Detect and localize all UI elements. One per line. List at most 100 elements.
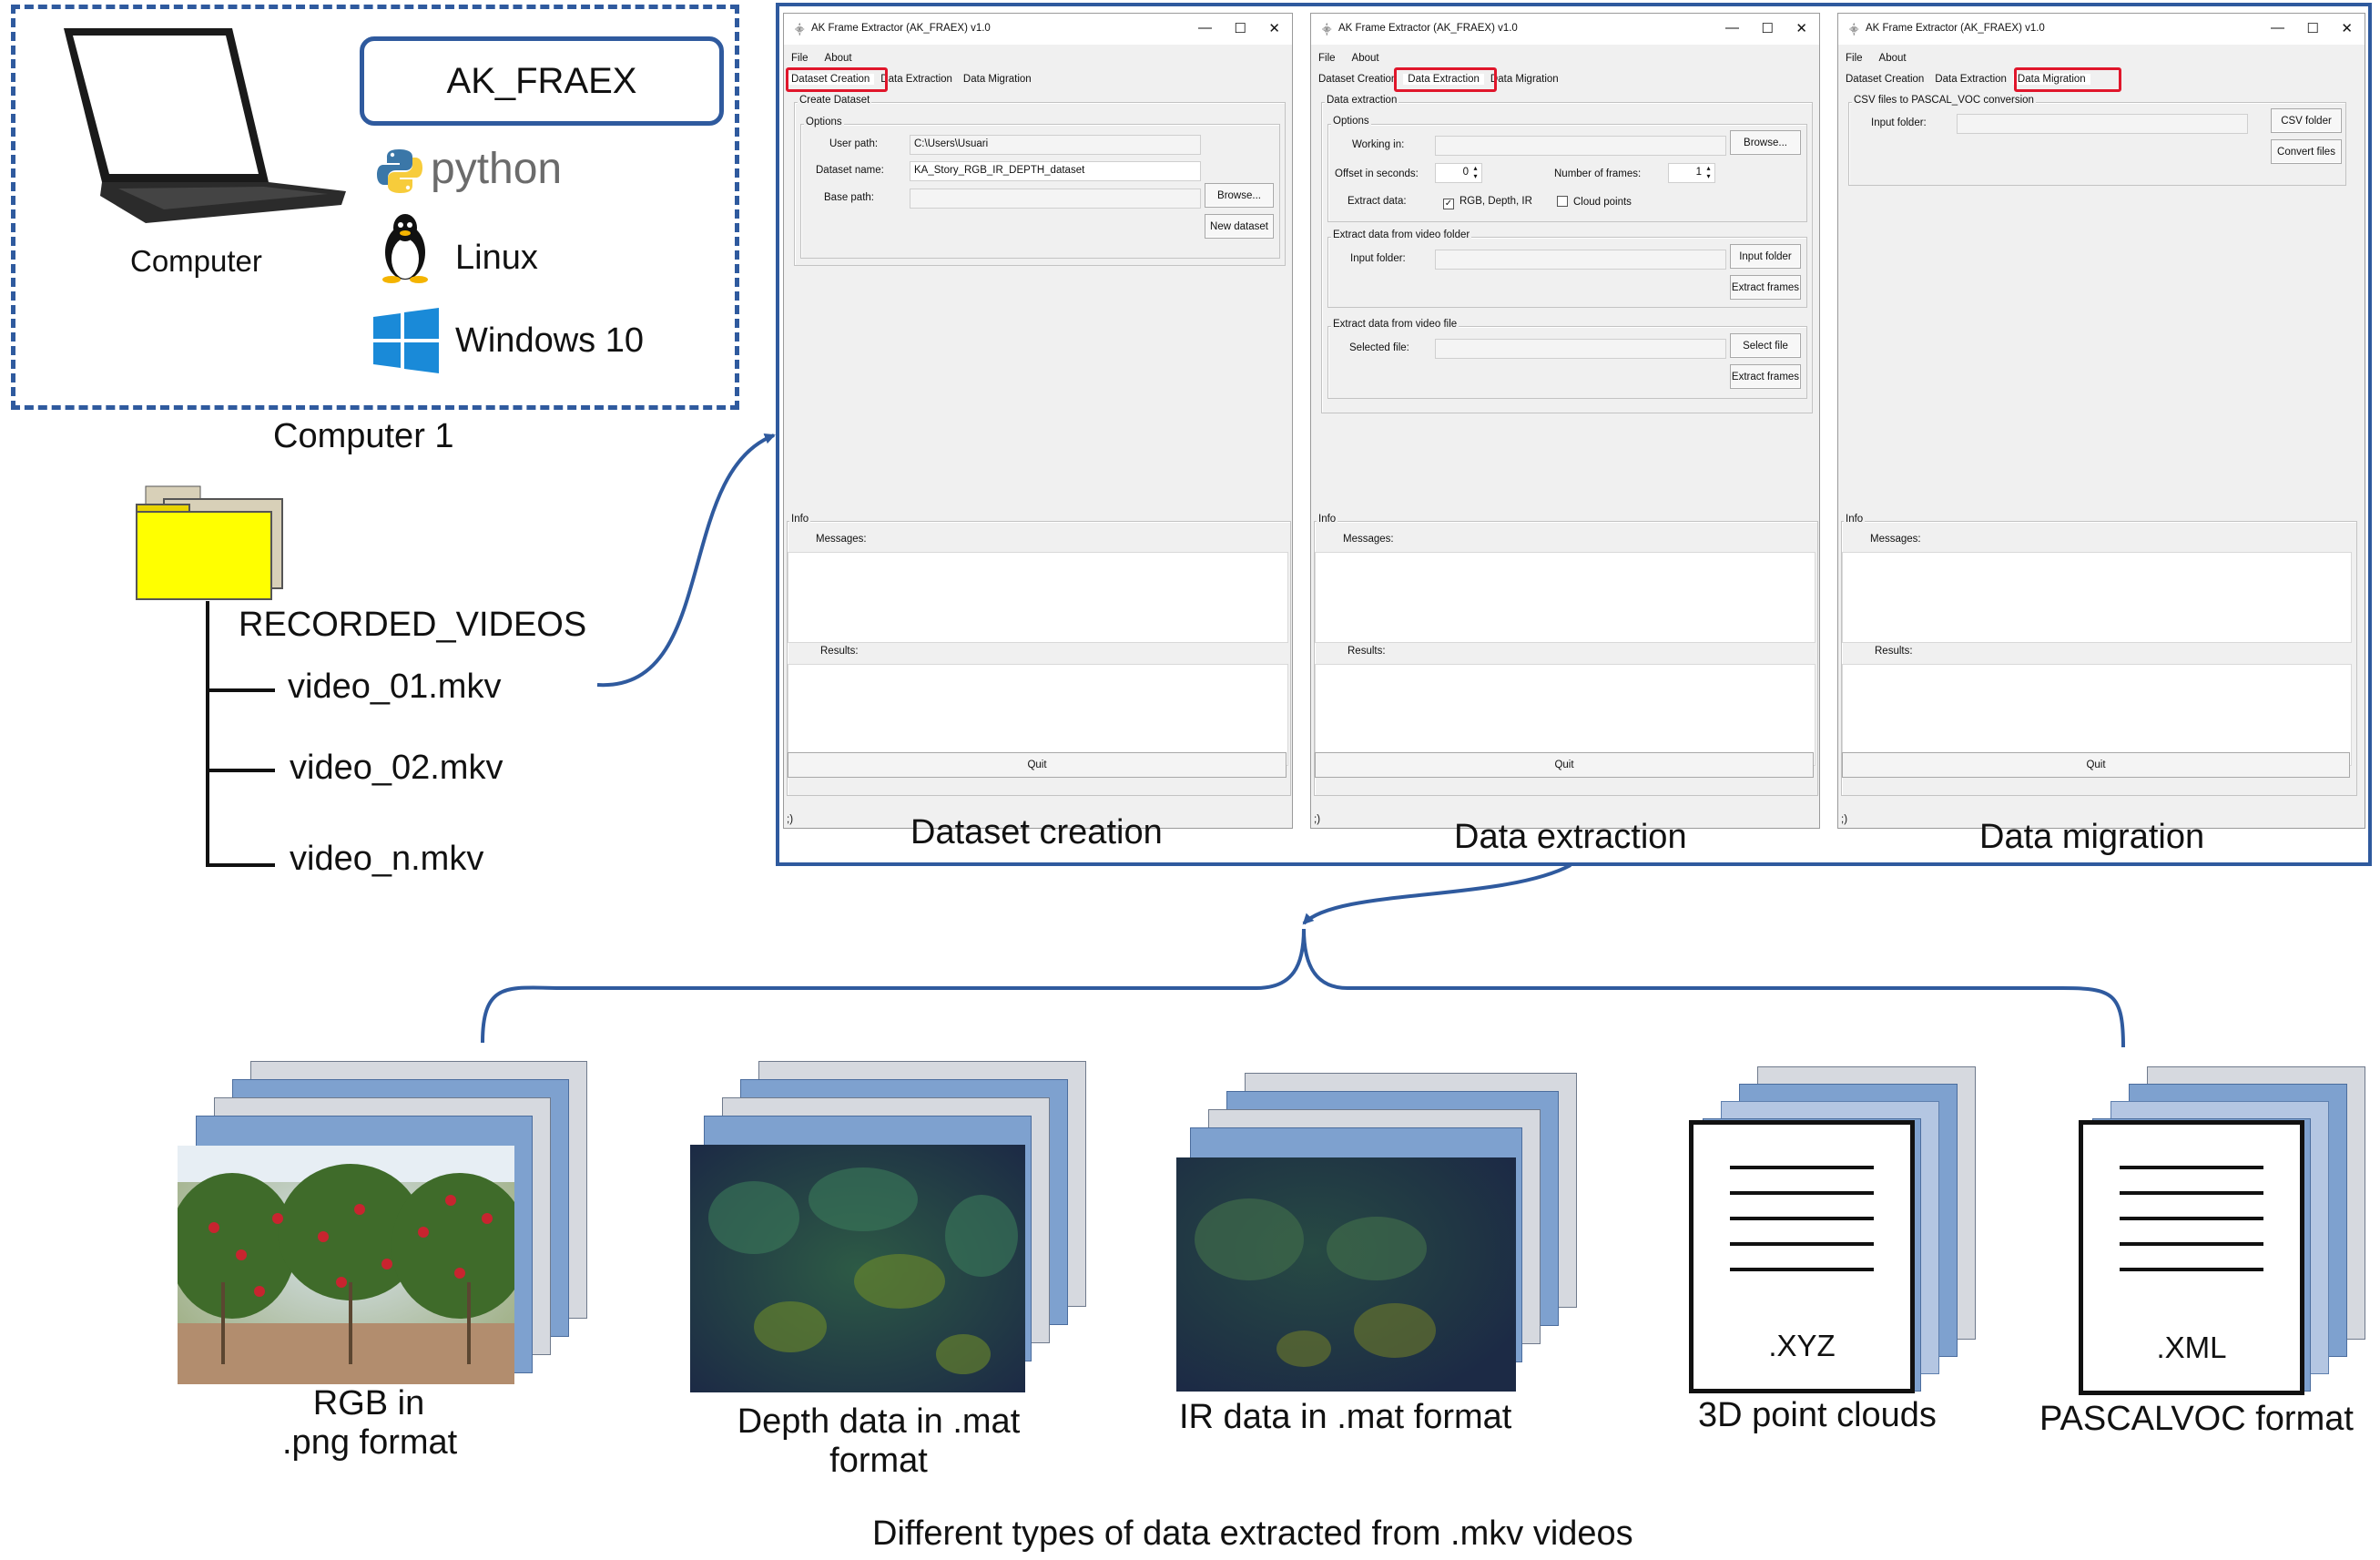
browse-button[interactable]: Browse...: [1205, 183, 1274, 208]
convert-files-button[interactable]: Convert files: [2271, 139, 2342, 164]
input-folder-label: Input folder:: [1871, 117, 1927, 128]
input-folder-input[interactable]: [1957, 114, 2248, 134]
cloud-points-checkbox[interactable]: Cloud points: [1557, 196, 1632, 208]
active-tab-highlight: [1394, 67, 1497, 92]
app-window-data-migration: ⸎ AK Frame Extractor (AK_FRAEX) v1.0 — ☐…: [1837, 13, 2365, 829]
menu-file[interactable]: File: [1318, 53, 1336, 64]
frames-spinbox[interactable]: 1: [1668, 163, 1715, 183]
rgb-depth-ir-checkbox[interactable]: ✓RGB, Depth, IR: [1443, 196, 1532, 209]
xyz-extension: .XYZ: [1768, 1329, 1836, 1362]
depth-map-image: [690, 1145, 1025, 1392]
title-bar: ⸎ AK Frame Extractor (AK_FRAEX) v1.0 — ☐…: [784, 14, 1292, 45]
footer-caption: Different types of data extracted from .…: [872, 1514, 1633, 1553]
xml-document-icon: .XML: [2079, 1120, 2304, 1395]
options-label: Options: [1331, 116, 1371, 127]
input-folder-button[interactable]: Input folder: [1730, 244, 1801, 269]
minimize-icon[interactable]: —: [2271, 20, 2284, 36]
video-file-label: Extract data from video file: [1331, 319, 1460, 330]
close-icon[interactable]: ✕: [2341, 21, 2353, 36]
tab-bar: Dataset Creation Data Extraction Data Migr…: [787, 74, 1038, 85]
user-path-input[interactable]: C:\Users\Usuari: [910, 135, 1201, 155]
close-icon[interactable]: ✕: [1268, 21, 1280, 36]
tab-dataset-creation[interactable]: Dataset Creation: [787, 74, 875, 85]
rgb-caption-line2: .png format: [282, 1423, 458, 1462]
working-in-input[interactable]: [1435, 136, 1726, 156]
output-ir-stack: [1172, 1068, 1582, 1396]
info-frame: [787, 521, 1291, 796]
xml-extension: .XML: [2156, 1331, 2227, 1364]
minimize-icon[interactable]: —: [1725, 20, 1739, 36]
tab-data-migration[interactable]: Data Migration: [1490, 74, 1559, 85]
dataset-name-input[interactable]: KA_Story_RGB_IR_DEPTH_dataset: [910, 161, 1201, 181]
computer-box: [11, 5, 739, 410]
extract-frames-button[interactable]: Extract frames: [1730, 275, 1801, 300]
xyz-document-icon: .XYZ: [1689, 1120, 1915, 1393]
maximize-icon[interactable]: ☐: [1234, 21, 1246, 36]
input-folder-input[interactable]: [1435, 250, 1726, 270]
depth-caption-line2: format: [829, 1442, 928, 1480]
dataset-name-label: Dataset name:: [816, 165, 884, 176]
rgb-caption-line1: RGB in: [312, 1384, 425, 1422]
messages-textarea[interactable]: [1315, 552, 1816, 643]
video-file-1: video_01.mkv: [288, 668, 502, 706]
maximize-icon[interactable]: ☐: [1761, 21, 1774, 36]
menu-about[interactable]: About: [824, 53, 852, 64]
messages-textarea[interactable]: [1842, 552, 2352, 643]
browse-button[interactable]: Browse...: [1730, 130, 1801, 155]
menu-about[interactable]: About: [1351, 53, 1379, 64]
maximize-icon[interactable]: ☐: [2306, 21, 2319, 36]
new-dataset-button[interactable]: New dataset: [1205, 214, 1274, 239]
computer-caption: Computer 1: [273, 417, 454, 455]
tab-data-migration[interactable]: Data Migration: [2012, 74, 2090, 85]
messages-textarea[interactable]: [788, 552, 1288, 643]
ir-map-image: [1176, 1157, 1516, 1392]
video-folder-label: Extract data from video folder: [1331, 229, 1472, 240]
rgb-depth-ir-label: RGB, Depth, IR: [1460, 196, 1532, 207]
base-path-input[interactable]: [910, 189, 1201, 209]
quit-button[interactable]: Quit: [788, 752, 1287, 778]
tab-data-extraction[interactable]: Data Extraction: [880, 74, 952, 85]
status-text: ;): [1841, 814, 1848, 825]
results-textarea[interactable]: [1315, 664, 1816, 766]
selected-file-input[interactable]: [1435, 339, 1726, 359]
caption-data-extraction: Data extraction: [1454, 818, 1687, 856]
info-label: Info: [1317, 514, 1338, 525]
video-folder-frame: [1327, 237, 1807, 308]
folder-icon: [136, 485, 283, 600]
tab-data-extraction[interactable]: Data Extraction: [1403, 74, 1484, 85]
menu-file[interactable]: File: [1846, 53, 1863, 64]
options-frame: [800, 124, 1280, 259]
minimize-icon[interactable]: —: [1198, 20, 1212, 36]
python-label: python: [431, 145, 563, 193]
window-title: AK Frame Extractor (AK_FRAEX) v1.0: [1866, 23, 2045, 34]
tab-dataset-creation[interactable]: Dataset Creation: [1318, 74, 1398, 85]
active-tab-highlight: [2014, 67, 2121, 92]
messages-label: Messages:: [1870, 534, 1921, 545]
tab-data-extraction[interactable]: Data Extraction: [1935, 74, 2007, 85]
select-file-button[interactable]: Select file: [1730, 333, 1801, 358]
options-label: Options: [804, 117, 844, 127]
menu-about[interactable]: About: [1878, 53, 1907, 64]
offset-spinbox[interactable]: 0: [1435, 163, 1482, 183]
options-frame: [1327, 124, 1807, 222]
tab-bar: Dataset Creation Data Extraction Data Migr…: [1841, 74, 2092, 85]
selected-file-label: Selected file:: [1349, 342, 1409, 353]
results-label: Results:: [820, 646, 859, 657]
title-bar: ⸎ AK Frame Extractor (AK_FRAEX) v1.0 — ☐…: [1838, 14, 2365, 45]
csv-folder-button[interactable]: CSV folder: [2271, 108, 2342, 133]
tab-data-migration[interactable]: Data Migration: [962, 74, 1032, 85]
info-label: Info: [1844, 514, 1866, 525]
quit-button[interactable]: Quit: [1842, 752, 2350, 778]
quit-button[interactable]: Quit: [1315, 752, 1814, 778]
tab-dataset-creation[interactable]: Dataset Creation: [1846, 74, 1925, 85]
video-file-n: video_n.mkv: [290, 840, 484, 878]
results-textarea[interactable]: [788, 664, 1288, 766]
menu-file[interactable]: File: [791, 53, 809, 64]
video-file-2: video_02.mkv: [290, 749, 503, 787]
folder-name: RECORDED_VIDEOS: [239, 606, 587, 644]
extract-frames-button-2[interactable]: Extract frames: [1730, 364, 1801, 389]
results-textarea[interactable]: [1842, 664, 2352, 766]
active-tab-highlight: [786, 67, 888, 92]
close-icon[interactable]: ✕: [1795, 21, 1807, 36]
frames-label: Number of frames:: [1554, 168, 1642, 179]
